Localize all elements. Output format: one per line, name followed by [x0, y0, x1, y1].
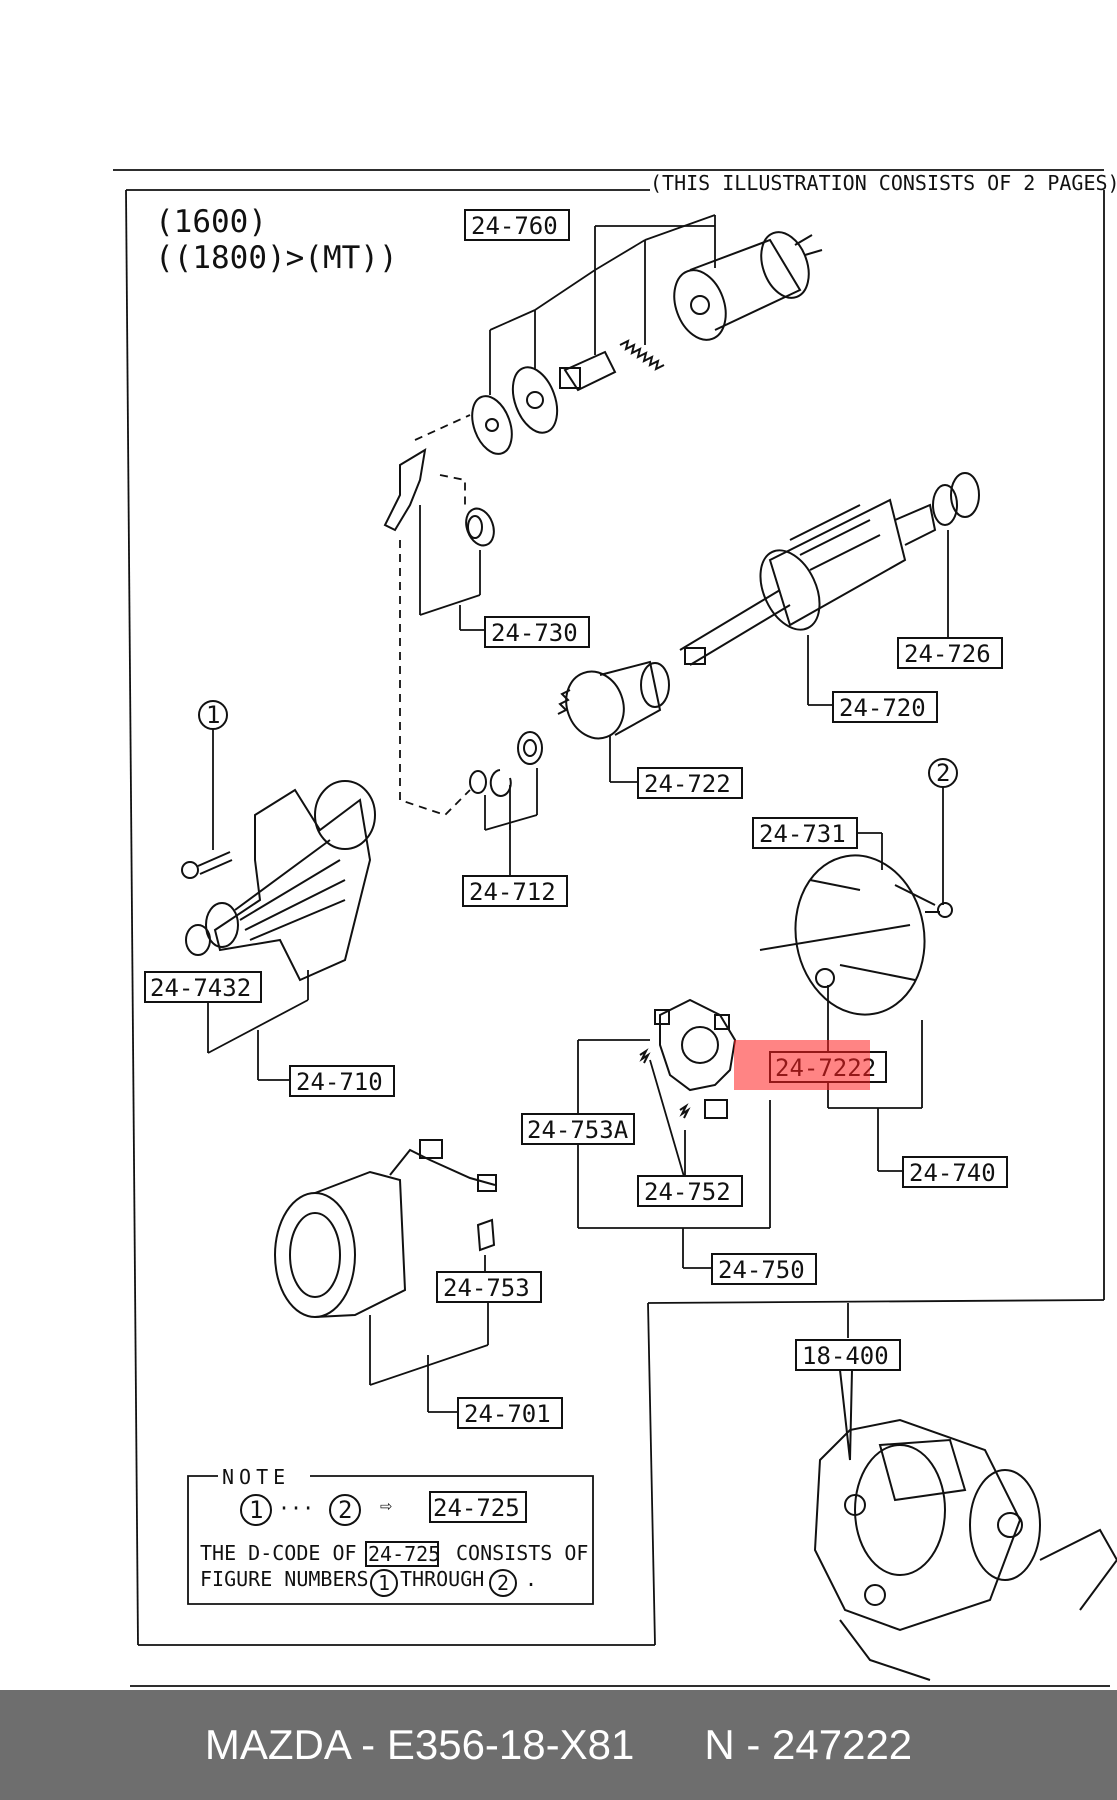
selected-part-highlight [734, 1040, 870, 1090]
parts-diagram: (THIS ILLUSTRATION CONSISTS OF 2 PAGES) … [113, 169, 1117, 1687]
svg-text:THROUGH: THROUGH [400, 1567, 484, 1591]
svg-text:24-753: 24-753 [443, 1274, 530, 1302]
label-24-720: 24-720 [832, 691, 938, 723]
drive-lever [383, 448, 495, 547]
callout-1: 1 [198, 700, 228, 850]
svg-text:⇨: ⇨ [380, 1493, 392, 1517]
svg-text:18-400: 18-400 [802, 1342, 889, 1370]
svg-text:24-712: 24-712 [469, 878, 556, 906]
yoke [274, 1139, 497, 1318]
note-ref-code: 24-725 [433, 1494, 520, 1522]
callout-2: 2 [928, 758, 958, 905]
svg-text:24-720: 24-720 [839, 694, 926, 722]
engine-variant-1600: (1600) [155, 204, 267, 240]
footer-bar: MAZDA - E356-18-X81 N - 247222 [0, 1690, 1117, 1800]
svg-text:24-760: 24-760 [471, 212, 558, 240]
label-24-760: 24-760 [464, 209, 570, 241]
solenoid-assembly [471, 231, 823, 455]
svg-text:24-725: 24-725 [368, 1542, 440, 1566]
svg-text:24-701: 24-701 [464, 1400, 551, 1428]
label-24-750: 24-750 [711, 1253, 817, 1285]
svg-text:24-750: 24-750 [718, 1256, 805, 1284]
svg-text:···: ··· [278, 1496, 314, 1520]
label-24-726: 24-726 [897, 637, 1003, 669]
label-24-7432: 24-7432 [144, 971, 262, 1003]
svg-text:24-752: 24-752 [644, 1178, 731, 1206]
note-title: NOTE [222, 1465, 290, 1489]
label-18-400: 18-400 [795, 1339, 901, 1371]
svg-text:1: 1 [206, 701, 220, 729]
label-24-701: 24-701 [457, 1397, 563, 1429]
starter-installed-view [813, 1418, 1117, 1681]
svg-text:24-731: 24-731 [759, 820, 846, 848]
svg-text:24-722: 24-722 [644, 770, 731, 798]
washers [469, 731, 543, 797]
svg-text:24-7432: 24-7432 [150, 974, 251, 1002]
note-box: NOTE 1 ··· 2 ⇨ 24-725 THE D-CODE OF 24-7… [187, 1465, 594, 1605]
svg-text:2: 2 [338, 1496, 352, 1524]
footer-spacer [634, 1721, 704, 1769]
svg-text:24-726: 24-726 [904, 640, 991, 668]
label-24-730: 24-730 [484, 616, 590, 648]
svg-text:.: . [525, 1567, 537, 1591]
brush-holder [639, 998, 737, 1119]
svg-text:1: 1 [378, 1571, 390, 1595]
svg-text:THE D-CODE OF: THE D-CODE OF [200, 1541, 357, 1565]
label-24-752: 24-752 [637, 1175, 743, 1207]
rear-cover [759, 854, 953, 1016]
svg-text:FIGURE NUMBERS: FIGURE NUMBERS [200, 1567, 369, 1591]
svg-text:2: 2 [497, 1571, 509, 1595]
armature [679, 472, 980, 666]
label-24-740: 24-740 [902, 1156, 1008, 1188]
svg-text:1: 1 [249, 1496, 263, 1524]
footer-part-number: N - 247222 [704, 1721, 913, 1768]
label-24-731: 24-731 [752, 817, 858, 849]
svg-text:CONSISTS OF: CONSISTS OF [456, 1541, 588, 1565]
svg-text:24-753A: 24-753A [527, 1116, 629, 1144]
drive-pinion [557, 660, 670, 740]
footer-brand: MAZDA - E356-18-X81 [204, 1721, 635, 1768]
illustration-note: (THIS ILLUSTRATION CONSISTS OF 2 PAGES) [650, 171, 1117, 195]
label-24-753A: 24-753A [521, 1113, 635, 1145]
svg-text:24-740: 24-740 [909, 1159, 996, 1187]
diagram-frame [113, 169, 1110, 1687]
label-24-753: 24-753 [436, 1271, 542, 1303]
svg-text:2: 2 [936, 759, 950, 787]
label-24-710: 24-710 [289, 1065, 395, 1097]
label-24-722: 24-722 [637, 767, 743, 799]
svg-text:24-710: 24-710 [296, 1068, 383, 1096]
engine-variant-1800-mt: ((1800)>(MT)) [155, 240, 398, 276]
label-24-712: 24-712 [462, 875, 568, 907]
svg-text:24-730: 24-730 [491, 619, 578, 647]
gear-housing [181, 780, 376, 982]
